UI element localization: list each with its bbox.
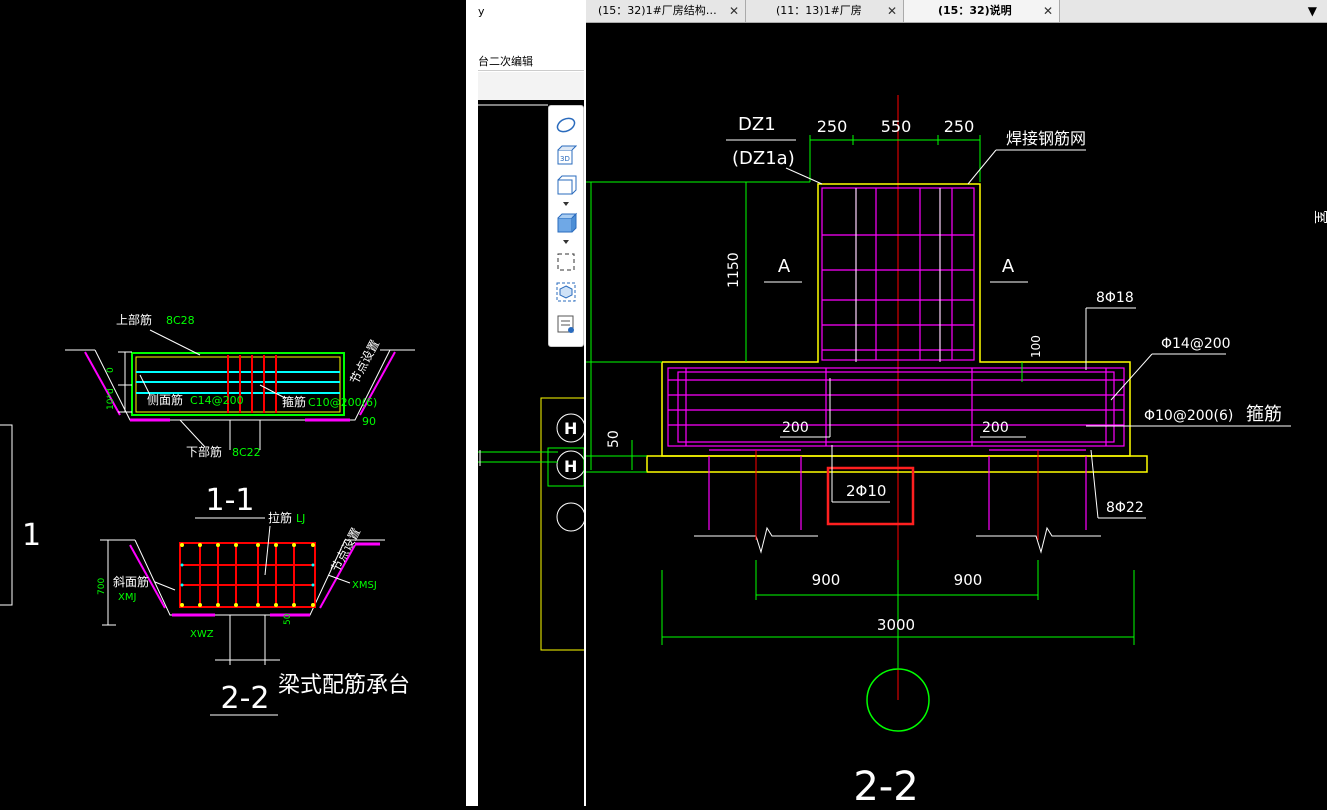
dashed-frame-icon[interactable] xyxy=(555,251,577,273)
right-cad-viewport[interactable]: (15：32)1#厂房结构… ✕ (11：13)1#厂房 ✕ (15：32)说明… xyxy=(586,0,1327,806)
bar-phi10: Φ10@200(6) xyxy=(1144,408,1233,424)
chevron-down-icon[interactable] xyxy=(561,239,571,245)
dim-200-right: 200 xyxy=(982,420,1009,436)
top-bar-value: 8C28 xyxy=(166,314,195,327)
dim-3000: 3000 xyxy=(877,616,915,634)
highlight-box xyxy=(826,466,915,526)
view-toolbar: 3D xyxy=(548,105,584,347)
dim-50-left: 50 xyxy=(283,613,293,625)
column-label: DZ1 xyxy=(738,114,776,135)
section-2-2: 700 50 拉筋 LJ 节点设置 斜面筋 XMJ XMSJ XWZ 2-2 梁… xyxy=(97,510,410,716)
left-cad-drawing: 1 0 10*d xyxy=(0,312,415,716)
side-bar-label: 侧面筋 xyxy=(147,392,183,407)
left-cad-viewport[interactable]: 1 0 10*d xyxy=(0,0,466,806)
stirrup-label: 箍筋 xyxy=(282,394,306,409)
pile-cap-outline xyxy=(661,183,1131,457)
node-note-1: 节点设置 xyxy=(347,337,382,386)
bottom-bar-value: 8C22 xyxy=(232,446,261,459)
foundation-section-drawing: 250 550 250 xyxy=(586,95,1327,806)
focus-cube-icon[interactable] xyxy=(555,281,577,303)
section-2-2-title: 2-2 xyxy=(221,681,270,716)
viewport-divider[interactable] xyxy=(584,0,586,806)
dim-200-left: 200 xyxy=(782,420,809,436)
mesh-note: 焊接钢筋网 xyxy=(1006,129,1086,148)
stirrup-value: C10@200(6) xyxy=(308,396,377,409)
ribbon-fragment-1: y xyxy=(478,5,485,18)
section-a-right: A xyxy=(1002,256,1015,277)
panel-gap xyxy=(466,0,478,806)
cap-rebar xyxy=(667,367,1125,447)
pile-breaks xyxy=(694,526,1101,554)
box-view-icon[interactable] xyxy=(555,174,577,196)
section-a-left: A xyxy=(778,256,791,277)
edge-bracket xyxy=(0,424,13,606)
dim-left-a: 0 xyxy=(106,367,116,373)
cube-view-icon[interactable] xyxy=(555,212,577,234)
tie-value: LJ xyxy=(296,512,305,525)
dim-900-left: 900 xyxy=(812,571,841,589)
document-tab-bar: (15：32)1#厂房结构… ✕ (11：13)1#厂房 ✕ (15：32)说明… xyxy=(586,0,1327,23)
node-note-2: 节点设置 xyxy=(328,525,363,574)
tab-description[interactable]: (15：32)说明 ✕ xyxy=(904,0,1060,22)
bar-8phi18: 8Φ18 xyxy=(1096,290,1134,306)
axis-bubble xyxy=(866,668,930,732)
section-1-1-title: 1-1 xyxy=(206,483,255,518)
tab-1f-structure[interactable]: (15：32)1#厂房结构… ✕ xyxy=(586,0,746,22)
angle-label: 90 xyxy=(362,415,376,428)
slant-value: XMJ xyxy=(118,592,136,603)
bar-phi14: Φ14@200 xyxy=(1161,336,1231,352)
side-bar-value: C14@200 xyxy=(190,394,244,407)
dim-100: 100 xyxy=(1029,335,1043,358)
slant-label: 斜面筋 xyxy=(113,574,149,589)
bedding-layer xyxy=(646,455,1148,473)
svg-text:3D: 3D xyxy=(560,155,570,163)
dim-250-right: 250 xyxy=(944,117,975,136)
edge-number: 1 xyxy=(22,518,41,553)
tab-label: (15：32)说明 xyxy=(938,4,1012,17)
close-icon[interactable]: ✕ xyxy=(1042,4,1053,18)
dim-700: 700 xyxy=(97,578,107,595)
dim-900-right: 900 xyxy=(954,571,983,589)
dim-1150: 1150 xyxy=(726,252,742,288)
properties-list-icon[interactable] xyxy=(555,313,577,335)
stirrup-word: 箍筋 xyxy=(1246,404,1282,425)
tab-1f-workshop[interactable]: (11：13)1#厂房 ✕ xyxy=(746,0,904,22)
bottom-bar-label: 下部筋 xyxy=(186,444,222,459)
chevron-down-icon[interactable] xyxy=(561,201,571,207)
tab-label: (15：32)1#厂房结构… xyxy=(598,4,717,17)
edge-glyph: 室 xyxy=(1312,210,1327,224)
column-label-alt: (DZ1a) xyxy=(732,148,795,169)
ellipse-tool-icon[interactable] xyxy=(555,114,577,136)
highlight-bar: 2Φ10 xyxy=(846,482,886,500)
column-dowels xyxy=(855,188,941,362)
marker-h1: H xyxy=(564,419,577,438)
mid-viewport[interactable]: y 台二次编辑 H H 3D xyxy=(478,0,584,806)
mid-cad-drawing: H H xyxy=(478,104,584,651)
tab-overflow-icon[interactable]: ▼ xyxy=(1307,4,1317,18)
section-1-1: 0 10*d 上部筋 8C28 侧面筋 C14@200 箍筋 C10@200(6… xyxy=(65,312,415,519)
drawing-caption: 梁式配筋承台 xyxy=(278,673,410,698)
close-icon[interactable]: ✕ xyxy=(728,4,739,18)
dim-left-b: 10*d xyxy=(106,388,116,410)
marker-h2: H xyxy=(564,457,577,476)
section-title: 2-2 xyxy=(853,764,918,806)
close-icon[interactable]: ✕ xyxy=(886,4,897,18)
top-bar-label: 上部筋 xyxy=(116,312,152,327)
ribbon-fragment: y 台二次编辑 xyxy=(478,0,584,100)
bottom-code: XWZ xyxy=(190,629,214,640)
right-code: XMSJ xyxy=(352,580,377,591)
dim-550: 550 xyxy=(881,117,912,136)
tab-label: (11：13)1#厂房 xyxy=(776,4,862,17)
ribbon-fragment-2[interactable]: 台二次编辑 xyxy=(478,55,533,68)
bar-8phi22: 8Φ22 xyxy=(1106,500,1144,516)
view-3d-icon[interactable]: 3D xyxy=(555,144,577,166)
dim-250-left: 250 xyxy=(817,117,848,136)
tie-label: 拉筋 xyxy=(268,510,292,525)
dim-50: 50 xyxy=(606,430,622,448)
